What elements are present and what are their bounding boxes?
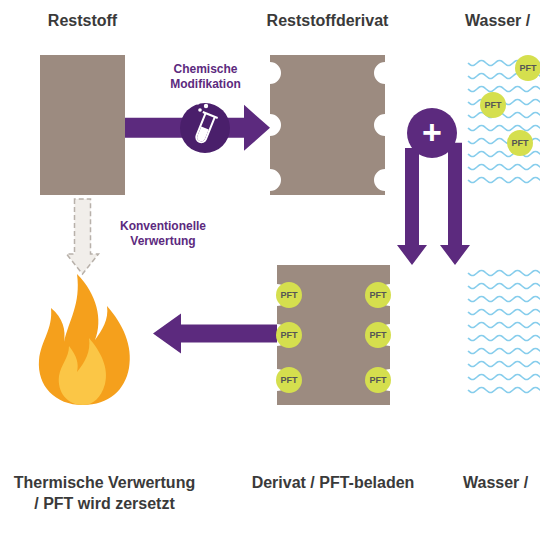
node-text: PFT (276, 367, 302, 393)
dashed-arrow (67, 199, 99, 274)
node-heading: Wasser / (465, 10, 540, 31)
test-tube-icon (180, 102, 230, 154)
notch-shape (270, 55, 385, 195)
pft-particle: PFT (276, 282, 302, 308)
flame-inner (59, 338, 106, 405)
wave-line (468, 310, 540, 315)
bubble (204, 104, 208, 108)
pft-particle: PFT (507, 130, 533, 156)
notched-outline (277, 265, 390, 405)
wave-line (468, 375, 540, 380)
wave-line (468, 87, 540, 92)
flame-outer (39, 274, 130, 405)
bubble (197, 102, 200, 105)
arrow-label: Konventionelle Verwertung (111, 219, 216, 249)
flow-arrow (125, 105, 270, 151)
node-heading: Thermische Verwertung / PFT wird zersetz… (11, 472, 198, 514)
wave-line (468, 113, 540, 118)
fire-shape (35, 268, 153, 405)
wave-line (468, 388, 540, 393)
wave-line (468, 284, 540, 289)
node-text: PFT (515, 55, 540, 81)
wave-line (468, 349, 540, 354)
wave-line (468, 336, 540, 341)
node-text: PFT (365, 282, 391, 308)
notched-outline (270, 55, 385, 195)
wave-line (468, 178, 540, 183)
icon-circle (180, 103, 230, 153)
water-shape (452, 265, 540, 405)
tube-rim (203, 112, 218, 118)
wave-line (468, 297, 540, 302)
node-heading: Wasser / (463, 472, 540, 493)
pft-particle: PFT (276, 367, 302, 393)
pft-particle: PFT (276, 322, 302, 348)
node-heading: Derivat / PFT-beladen (233, 472, 433, 493)
node-heading: Reststoff (0, 10, 165, 31)
pft-particle: PFT (365, 367, 391, 393)
pft-particle: PFT (515, 55, 540, 81)
node-text: PFT (480, 92, 506, 118)
pft-particle: PFT (480, 92, 506, 118)
wave-line (468, 271, 540, 276)
node-text: PFT (276, 282, 302, 308)
node-text: PFT (507, 130, 533, 156)
loaded-derivative-box: Derivat / PFT-beladenPFTPFTPFTPFTPFTPFT (277, 265, 390, 405)
water-body: Wasser / (452, 265, 540, 405)
residue-box: Reststoff (40, 55, 125, 195)
test-tube (192, 112, 218, 145)
wave-line (468, 126, 540, 131)
pft-particle: PFT (365, 322, 391, 348)
thermal-fire: Thermische Verwertung / PFT wird zersetz… (35, 268, 153, 405)
wave-line (468, 323, 540, 328)
arrow-label: Chemische Modifikation (161, 62, 251, 92)
node-text: + (407, 108, 457, 158)
plus-operator: + (407, 108, 457, 158)
tube-liquid (196, 127, 209, 143)
flow-arrow (440, 143, 470, 265)
node-text: PFT (365, 367, 391, 393)
node-heading: Reststoffderivat (230, 10, 425, 31)
residue-derivative-box: Reststoffderivat (270, 55, 385, 195)
wave-line (468, 152, 540, 157)
water-waves (468, 271, 540, 393)
water-body: Wasser /PFTPFTPFT (468, 55, 540, 195)
wave-line (468, 165, 540, 170)
pft-particle: PFT (365, 282, 391, 308)
node-text: PFT (365, 322, 391, 348)
bubble (198, 108, 202, 112)
wave-line (468, 362, 540, 367)
tube-outline (195, 113, 215, 144)
flow-arrow (153, 314, 277, 354)
flow-arrow (397, 148, 427, 265)
node-text: PFT (276, 322, 302, 348)
